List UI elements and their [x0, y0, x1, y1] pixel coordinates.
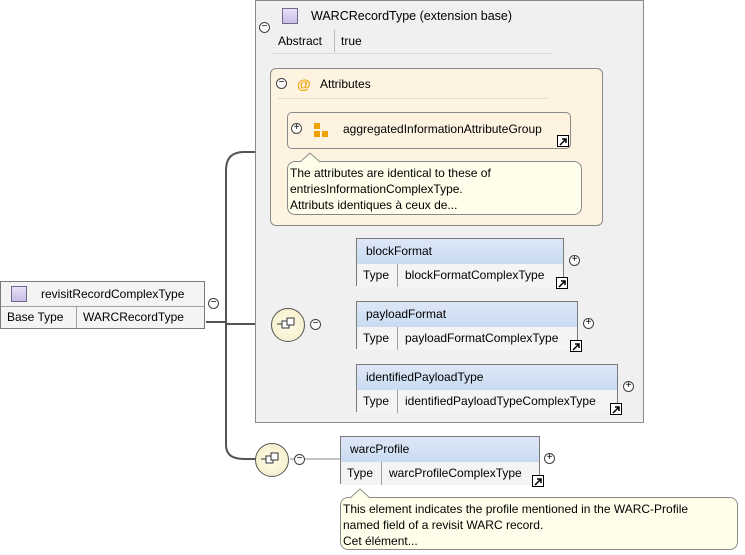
attribute-at-icon: @ [297, 76, 311, 92]
link-arrow-icon[interactable] [557, 135, 569, 147]
base-type-label: Base Type [1, 307, 77, 328]
abstract-row: Abstract true [272, 30, 552, 54]
type-value: payloadFormatComplexType [405, 331, 559, 345]
element-warc-profile[interactable]: warcProfile Type warcProfileComplexType [340, 436, 544, 487]
warc-profile-note-line: named field of a revisit WARC record. [343, 518, 544, 532]
type-label: Type [341, 462, 382, 485]
type-label: Type [357, 390, 398, 413]
abstract-value: true [341, 34, 362, 48]
element-name: blockFormat [357, 239, 563, 265]
extension-base-title: WARCRecordType (extension base) [311, 9, 513, 23]
sequence-collapse-icon[interactable]: − [310, 319, 321, 330]
attributes-note-line: The attributes are identical to these of [290, 166, 491, 180]
link-arrow-icon[interactable] [532, 475, 544, 487]
element-block-format[interactable]: blockFormat Type blockFormatComplexType [356, 238, 568, 289]
sequence-icon[interactable] [271, 308, 305, 342]
attributes-note: The attributes are identical to these of… [287, 161, 582, 215]
element-name: payloadFormat [357, 302, 577, 328]
attributes-note-line: Attributs identiques à ceux de... [290, 198, 458, 212]
note-pointer [350, 488, 370, 499]
attribute-group-expand-icon[interactable]: + [291, 123, 302, 134]
type-value: identifiedPayloadTypeComplexType [405, 394, 596, 408]
element-name: warcProfile [341, 437, 539, 463]
type-label: Type [357, 264, 398, 287]
element-expand-icon[interactable]: + [583, 318, 594, 329]
attribute-group-icon [314, 123, 330, 138]
type-value: warcProfileComplexType [389, 466, 522, 480]
element-payload-format[interactable]: payloadFormat Type payloadFormatComplexT… [356, 301, 582, 352]
link-arrow-icon[interactable] [610, 403, 622, 415]
extension-collapse-icon[interactable]: − [259, 22, 270, 33]
element-identified-payload-type[interactable]: identifiedPayloadType Type identifiedPay… [356, 364, 622, 415]
warc-profile-note: This element indicates the profile menti… [340, 497, 738, 550]
element-name: identifiedPayloadType [357, 365, 617, 391]
root-type-name: revisitRecordComplexType [41, 287, 185, 301]
attributes-note-line: entriesInformationComplexType. [290, 182, 463, 196]
warc-profile-note-line: Cet élément... [343, 534, 418, 548]
attribute-group-box[interactable]: + aggregatedInformationAttributeGroup [287, 112, 571, 149]
extension-type-icon [282, 8, 298, 24]
sequence-icon[interactable] [255, 443, 289, 477]
abstract-label: Abstract [278, 34, 323, 48]
root-type-box[interactable]: revisitRecordComplexType Base Type WARCR… [0, 281, 205, 329]
base-type-value: WARCRecordType [83, 310, 184, 324]
element-expand-icon[interactable]: + [623, 381, 634, 392]
type-value: blockFormatComplexType [405, 268, 545, 282]
attribute-group-name: aggregatedInformationAttributeGroup [343, 122, 542, 136]
link-arrow-icon[interactable] [570, 340, 582, 352]
link-arrow-icon[interactable] [556, 277, 568, 289]
note-pointer [300, 152, 320, 163]
attributes-title: Attributes [320, 77, 371, 91]
sequence-collapse-icon[interactable]: − [294, 454, 305, 465]
root-collapse-icon[interactable]: − [208, 298, 219, 309]
element-expand-icon[interactable]: + [569, 255, 580, 266]
complex-type-icon [11, 286, 27, 302]
attributes-collapse-icon[interactable]: − [276, 78, 287, 89]
element-expand-icon[interactable]: + [544, 453, 555, 464]
warc-profile-note-line: This element indicates the profile menti… [343, 502, 689, 516]
type-label: Type [357, 327, 398, 350]
